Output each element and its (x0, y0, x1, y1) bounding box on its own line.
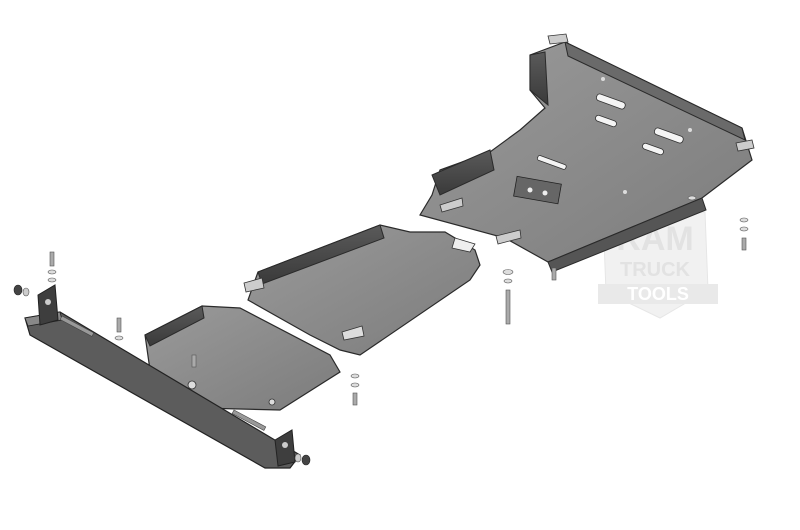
watermark-line-3: TOOLS (627, 284, 689, 304)
oil-pan-skid-plate (144, 305, 341, 411)
bolt-icon (739, 217, 749, 251)
bolt-icon (114, 317, 124, 341)
transfer-case-skid-plate (419, 33, 755, 273)
hardware-bolts (13, 195, 749, 466)
watermark-banner (598, 284, 718, 304)
bolt-icon (350, 373, 360, 406)
nut-icon (13, 284, 30, 297)
long-bolt-icon (59, 315, 95, 337)
transmission-skid-plate (243, 224, 481, 356)
front-crossmember (24, 284, 301, 469)
bolt-icon (551, 267, 557, 281)
long-bolt-icon (231, 409, 267, 431)
bolt-icon (687, 195, 697, 201)
bolt-icon (191, 354, 197, 368)
bolt-icon (47, 251, 57, 283)
nut-icon (294, 453, 311, 466)
watermark-line-2: TRUCK (620, 259, 691, 281)
bolt-icon (502, 269, 514, 325)
